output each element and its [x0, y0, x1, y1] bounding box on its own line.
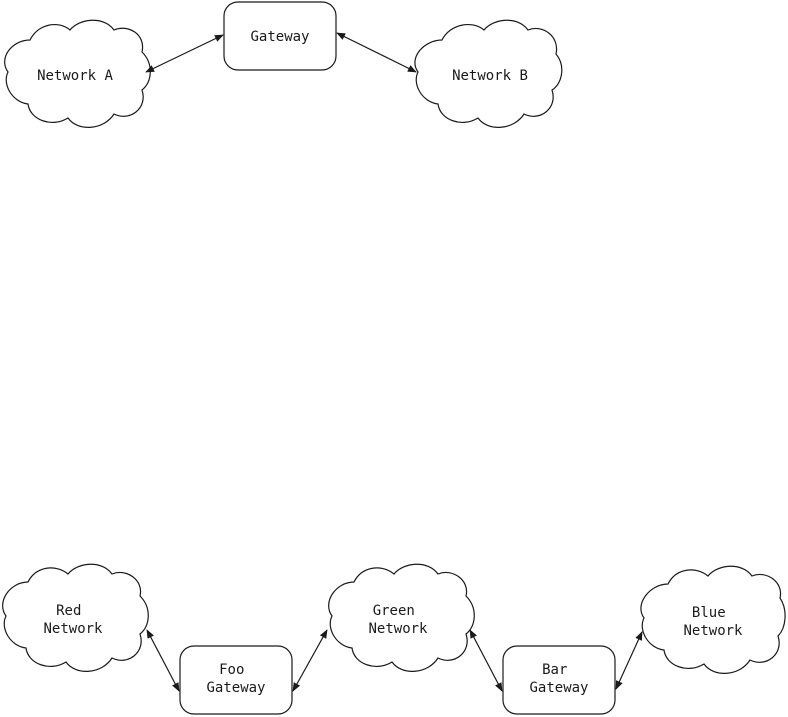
network-a-label: Network A [37, 68, 113, 84]
link-gateway-network-b [336, 32, 417, 73]
red-network-cloud-outline [2, 563, 149, 672]
link-green-network-bar-gateway [469, 629, 503, 692]
network-b-label: Network B [452, 68, 528, 84]
gateway-label: Gateway [250, 29, 309, 45]
foo-gateway-box: Foo Gateway [179, 645, 293, 715]
network-b-cloud-outline [414, 19, 563, 128]
foo-gateway-box-outline [179, 645, 293, 715]
green-network-cloud: Green Network [328, 563, 475, 672]
blue-network-cloud-outline [640, 565, 786, 674]
network-a-cloud: Network A [4, 19, 151, 128]
bar-gateway-box: Bar Gateway [502, 645, 616, 715]
red-network-label: Red Network [43, 603, 103, 637]
link-foo-gateway-green-network [292, 629, 328, 692]
link-red-network-foo-gateway [146, 629, 180, 692]
green-network-cloud-outline [328, 563, 475, 672]
gateway-box: Gateway [223, 1, 337, 71]
network-a-cloud-outline [4, 19, 151, 128]
link-network-a-gateway [145, 34, 224, 73]
green-network-label: Green Network [368, 603, 428, 637]
top-diagram: Network A Gateway Network B [4, 1, 563, 128]
red-network-cloud: Red Network [2, 563, 149, 672]
network-b-cloud: Network B [414, 19, 563, 128]
bar-gateway-label: Bar Gateway [529, 662, 588, 696]
blue-network-cloud: Blue Network [640, 565, 786, 674]
foo-gateway-label: Foo Gateway [206, 662, 265, 696]
gateway-box-outline [223, 1, 337, 71]
bar-gateway-box-outline [502, 645, 616, 715]
blue-network-label: Blue Network [683, 605, 743, 639]
bottom-diagram: Red Network Foo Gateway Green Network Ba… [2, 563, 786, 715]
link-bar-gateway-blue-network [615, 631, 643, 690]
